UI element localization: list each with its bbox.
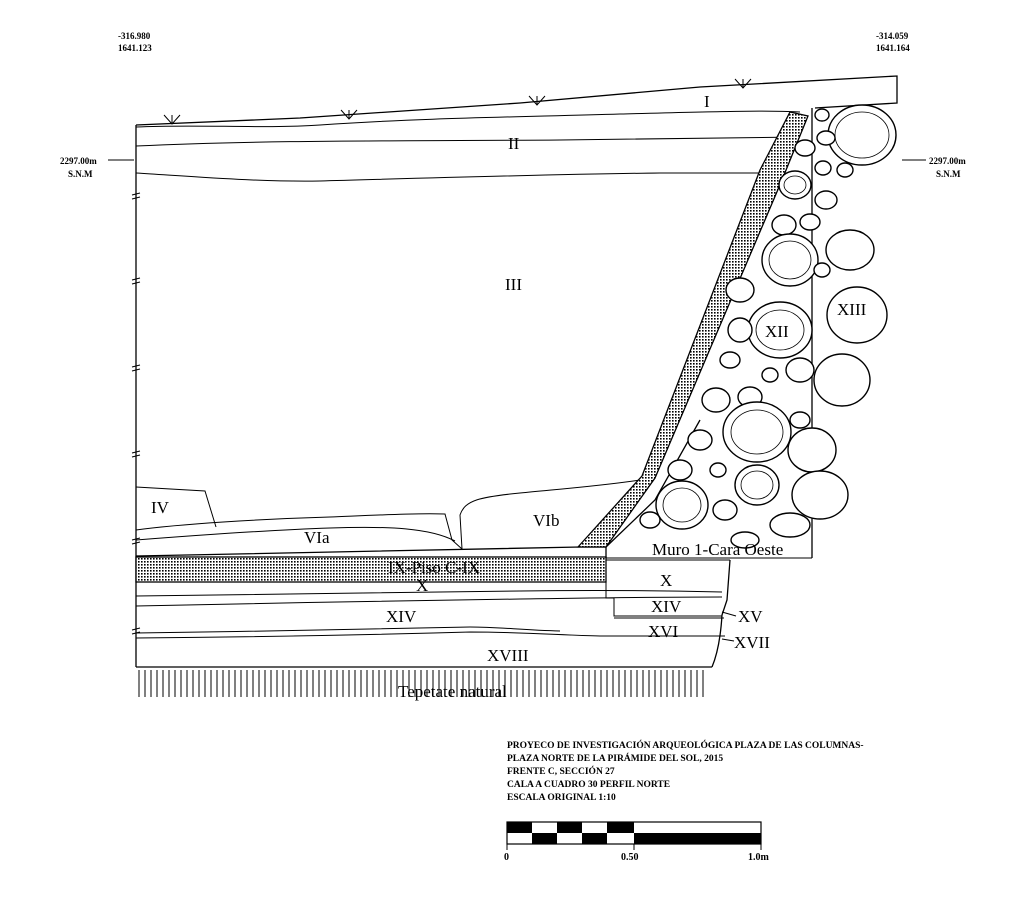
edge-break-marks	[131, 192, 141, 635]
elevation-right: 2297.00m S.N.M	[902, 156, 966, 179]
layer-XIV-right-label: XIV	[651, 597, 682, 616]
layer-labels: I II III IV VIa VIb IX-Piso C-IX X X XII…	[151, 92, 867, 701]
layer-III-label: III	[505, 275, 522, 294]
coord-tr-1: -314.059	[876, 31, 909, 41]
layer-XV-label: XV	[738, 607, 763, 626]
surface-grass-marks	[163, 78, 752, 125]
project-info: PROYECO DE INVESTIGACIÓN ARQUEOLÓGICA PL…	[507, 739, 864, 803]
elevation-right-value: 2297.00m	[929, 156, 966, 166]
scale-mid-label: 0.50	[621, 852, 639, 863]
layer-X-right-label: X	[660, 571, 672, 590]
elevation-left-ref: S.N.M	[68, 169, 93, 179]
layer-XIV-left-label: XIV	[386, 607, 417, 626]
layer-IX-label: IX-Piso C-IX	[388, 558, 480, 577]
scale-bar: 0 0.50 1.0m	[504, 821, 770, 863]
rubble-stones	[639, 104, 897, 549]
layer-XIII-label: XIII	[837, 300, 867, 319]
coordinates-top-right: -314.059 1641.164	[876, 31, 910, 53]
scale-start-label: 0	[504, 852, 509, 863]
plaster-slope	[576, 111, 809, 548]
muro-label: Muro 1-Cara Oeste	[652, 540, 783, 559]
coord-tr-2: 1641.164	[876, 43, 910, 53]
layer-boundaries	[135, 110, 812, 642]
layer-XII-label: XII	[765, 322, 789, 341]
coord-tl-2: 1641.123	[118, 43, 152, 53]
layer-XVI-label: XVI	[648, 622, 679, 641]
elevation-left: 2297.00m S.N.M	[60, 156, 134, 179]
elevation-right-ref: S.N.M	[936, 169, 961, 179]
elevation-left-value: 2297.00m	[60, 156, 97, 166]
info-line-5: ESCALA ORIGINAL 1:10	[507, 793, 616, 803]
layer-II-label: II	[508, 134, 520, 153]
layer-XVIII-label: XVIII	[487, 646, 529, 665]
layer-XVII-label: XVII	[734, 633, 770, 652]
info-line-2: PLAZA NORTE DE LA PIRÁMIDE DEL SOL, 2015	[507, 752, 723, 764]
info-line-3: FRENTE C, SECCIÓN 27	[507, 765, 615, 777]
fill-boundary	[605, 419, 701, 548]
scale-end-label: 1.0m	[748, 852, 770, 863]
layer-VIb-label: VIb	[533, 511, 559, 530]
layer-I-label: I	[704, 92, 710, 111]
layer-X-left-label: X	[416, 576, 428, 595]
layer-IV-label: IV	[151, 498, 170, 517]
layer-VIa-label: VIa	[304, 528, 330, 547]
tepetate-label: Tepetate natural	[398, 682, 507, 701]
tepetate-hatch	[138, 670, 704, 697]
info-line-1: PROYECO DE INVESTIGACIÓN ARQUEOLÓGICA PL…	[507, 739, 864, 751]
coordinates-top-left: -316.980 1641.123	[118, 31, 152, 53]
info-line-4: CALA A CUADRO 30 PERFIL NORTE	[507, 780, 670, 790]
coord-tl-1: -316.980	[118, 31, 151, 41]
